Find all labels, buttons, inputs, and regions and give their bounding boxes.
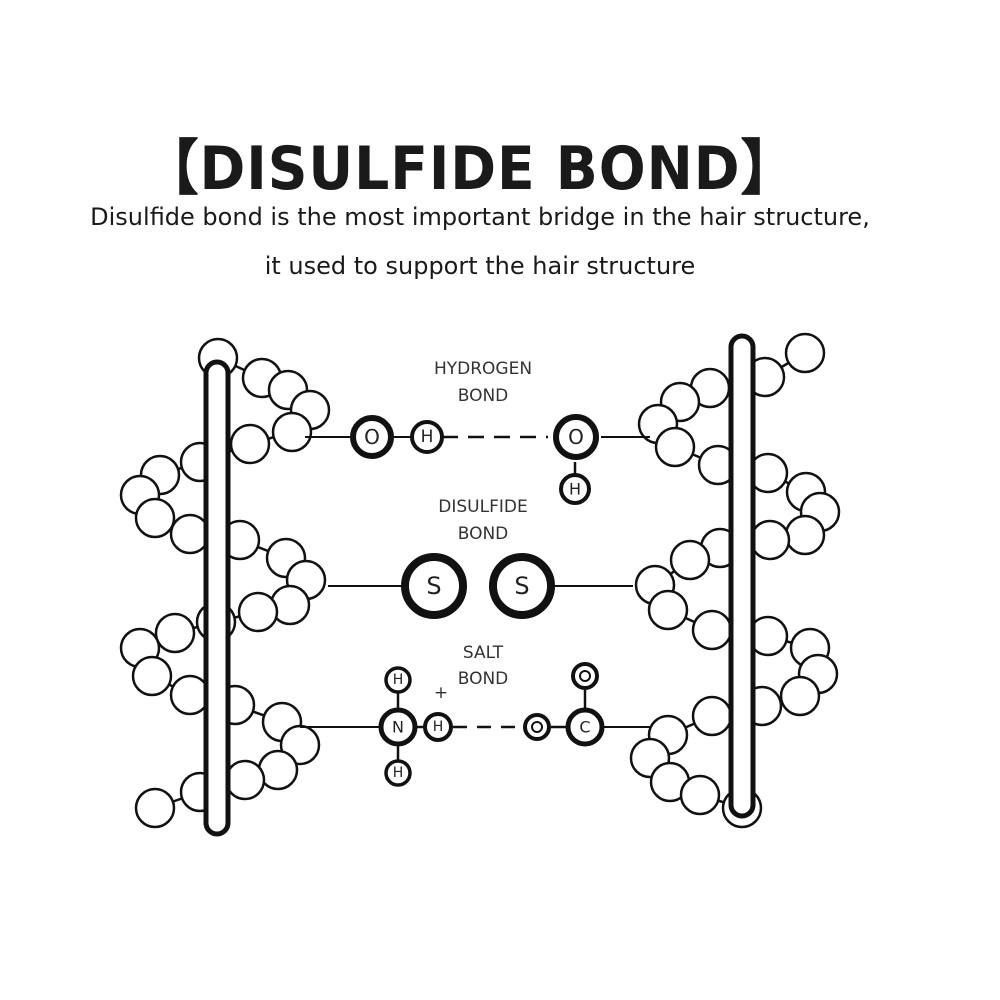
hydrogen-atom: H	[384, 759, 412, 787]
salt-bond-label-1: SALT	[463, 643, 504, 663]
svg-text:O: O	[568, 425, 584, 449]
hydrogen-atom: H	[384, 666, 412, 694]
hydrogen-bond-row: O H O H HYDROGEN BOND	[305, 359, 650, 505]
hydrogen-atom: H	[410, 420, 444, 454]
helix-bead	[169, 513, 211, 555]
oxygen-atom: O	[553, 414, 599, 460]
helix-bead	[134, 497, 176, 539]
salt-bond-label-2: BOND	[458, 669, 509, 689]
helix-bead	[154, 612, 196, 654]
hydrogen-atom: H	[423, 712, 453, 742]
helix-bead	[654, 426, 696, 468]
helix-bead	[669, 539, 711, 581]
sulfur-atom: S	[401, 553, 467, 619]
title-open-bracket: 【	[143, 134, 200, 204]
oxygen-atom	[571, 662, 599, 690]
helix-bead	[224, 759, 266, 801]
salt-bond-row: H N H H + C SALT BOND	[300, 643, 650, 787]
svg-text:S: S	[426, 572, 441, 600]
helix-bead	[691, 695, 733, 737]
hydrogen-bond-label-2: BOND	[458, 386, 509, 406]
subtitle-line-2: it used to support the hair structure	[264, 252, 696, 280]
svg-text:H: H	[569, 480, 581, 499]
disulfide-bond-row: S S DISULFIDE BOND	[328, 497, 633, 619]
helix-bead	[749, 519, 791, 561]
title-text: DISULFIDE BOND	[199, 134, 741, 204]
svg-text:C: C	[579, 718, 590, 737]
helix-bead	[131, 655, 173, 697]
helix-bead	[237, 591, 279, 633]
page-title: 【DISULFIDE BOND】	[38, 120, 903, 207]
svg-text:N: N	[392, 718, 404, 737]
helix-bead	[169, 674, 211, 716]
helix-bead	[779, 675, 821, 717]
hydrogen-bond-label-1: HYDROGEN	[434, 359, 532, 379]
disulfide-bond-label-2: BOND	[458, 524, 509, 544]
positive-charge: +	[434, 683, 448, 703]
svg-text:S: S	[514, 572, 529, 600]
left-backbone-rod	[203, 359, 231, 837]
helix-bead	[784, 514, 826, 556]
subtitle-line-1: Disulfide bond is the most important bri…	[90, 203, 870, 231]
right-backbone-rod	[728, 333, 756, 819]
helix-bead	[229, 423, 271, 465]
helix-bead	[784, 332, 826, 374]
right-keratin-helix	[629, 332, 841, 829]
svg-text:H: H	[393, 765, 404, 781]
helix-bead	[271, 411, 313, 453]
helix-bead	[647, 589, 689, 631]
disulfide-bond-label-1: DISULFIDE	[438, 497, 527, 517]
svg-text:H: H	[433, 719, 444, 735]
hydrogen-atom: H	[559, 473, 591, 505]
carbon-atom: C	[565, 707, 605, 747]
oxygen-atom: O	[350, 415, 394, 459]
helix-bead	[691, 609, 733, 651]
helix-bead	[134, 787, 176, 829]
svg-text:H: H	[393, 672, 404, 688]
left-keratin-helix	[119, 337, 331, 829]
sulfur-atom: S	[489, 553, 555, 619]
title-close-bracket: 】	[740, 134, 797, 204]
svg-text:H: H	[421, 427, 434, 447]
nitrogen-atom: N	[378, 707, 418, 747]
oxygen-atom	[523, 713, 551, 741]
svg-text:O: O	[364, 425, 380, 449]
helix-bead	[679, 774, 721, 816]
